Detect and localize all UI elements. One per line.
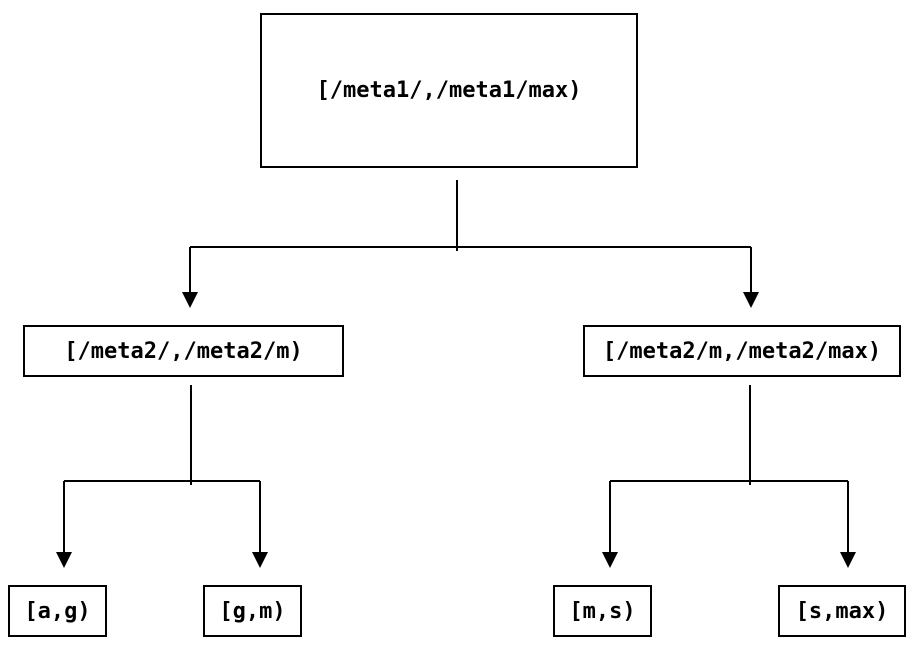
arrow-down-icon: [840, 552, 856, 568]
node-leaf-a-g: [a,g): [8, 585, 107, 637]
arrow-down-icon: [743, 292, 759, 308]
node-root-range: [/meta1/,/meta1/max): [260, 13, 638, 168]
node-leaf-m-s: [m,s): [553, 585, 652, 637]
node-meta2-right-range: [/meta2/m,/meta2/max): [583, 325, 901, 377]
node-meta2-left-range: [/meta2/,/meta2/m): [23, 325, 344, 377]
node-label: [/meta2/,/meta2/m): [64, 338, 303, 364]
node-label: [s,max): [795, 598, 889, 624]
arrow-down-icon: [56, 552, 72, 568]
arrow-down-icon: [602, 552, 618, 568]
node-leaf-s-max: [s,max): [778, 585, 906, 637]
node-leaf-g-m: [g,m): [203, 585, 302, 637]
arrow-down-icon: [252, 552, 268, 568]
node-label: [m,s): [569, 598, 636, 624]
arrow-down-icon: [182, 292, 198, 308]
node-label: [g,m): [219, 598, 286, 624]
node-label: [/meta1/,/meta1/max): [316, 78, 582, 103]
node-label: [a,g): [24, 598, 91, 624]
node-label: [/meta2/m,/meta2/max): [602, 338, 882, 364]
